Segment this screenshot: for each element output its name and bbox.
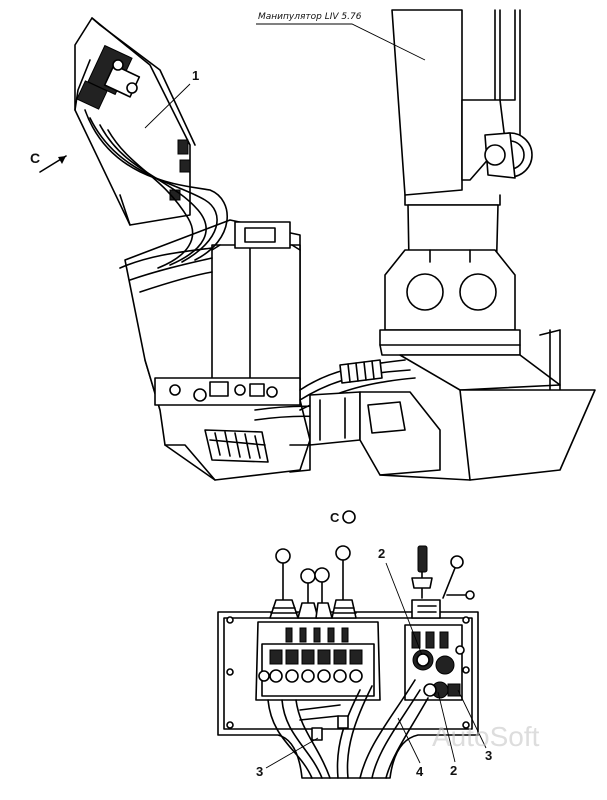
joystick-knob — [300, 568, 316, 584]
watermark: AutoSoft — [432, 721, 540, 752]
valve-block — [255, 621, 381, 701]
manipulator-title: Манипулятор LIV 5.76 — [258, 12, 362, 22]
lower-mechanism — [289, 391, 471, 481]
view-arrow: C — [30, 150, 67, 173]
cabin-side-view: C 1 Манипулятор LIV 5.76 — [30, 9, 596, 481]
callout-1: 1 — [144, 68, 199, 129]
view-c-label: C — [330, 510, 356, 525]
joystick-knob — [335, 545, 351, 561]
view-c-letter: C — [330, 510, 340, 525]
callout-2-top: 2 — [378, 546, 423, 656]
callout-3-left-label: 3 — [256, 764, 263, 779]
joystick-knob — [314, 567, 330, 583]
view-arrow-letter: C — [30, 150, 40, 166]
panel-view-c: 2 2 3 3 4 — [217, 545, 492, 779]
hinge-eye — [484, 132, 533, 179]
control-panel — [74, 17, 196, 226]
joystick-knob — [275, 548, 291, 564]
callout-4: 4 — [397, 717, 424, 779]
callout-2-top-label: 2 — [378, 546, 385, 561]
cabin-body — [124, 219, 311, 481]
lever-grip — [417, 545, 428, 573]
callout-3-right: 3 — [457, 689, 492, 763]
callout-2-bottom-label: 2 — [450, 763, 457, 778]
mounting-holes — [226, 616, 470, 729]
callout-4-label: 4 — [416, 764, 424, 779]
circle-icon — [342, 510, 356, 524]
callout-1-label: 1 — [192, 68, 199, 83]
right-lever-assembly — [404, 545, 475, 701]
callout-2-bottom: 2 — [437, 691, 457, 778]
panel-hoses — [267, 679, 429, 779]
manipulator-callout: Манипулятор LIV 5.76 — [256, 12, 426, 61]
manipulator-column — [379, 9, 596, 481]
hoses — [84, 109, 421, 463]
callout-3-right-label: 3 — [485, 748, 492, 763]
bottom-bolts — [169, 381, 278, 402]
joysticks — [269, 545, 357, 619]
valve-cells — [258, 627, 363, 683]
callout-3-left: 3 — [256, 737, 319, 779]
